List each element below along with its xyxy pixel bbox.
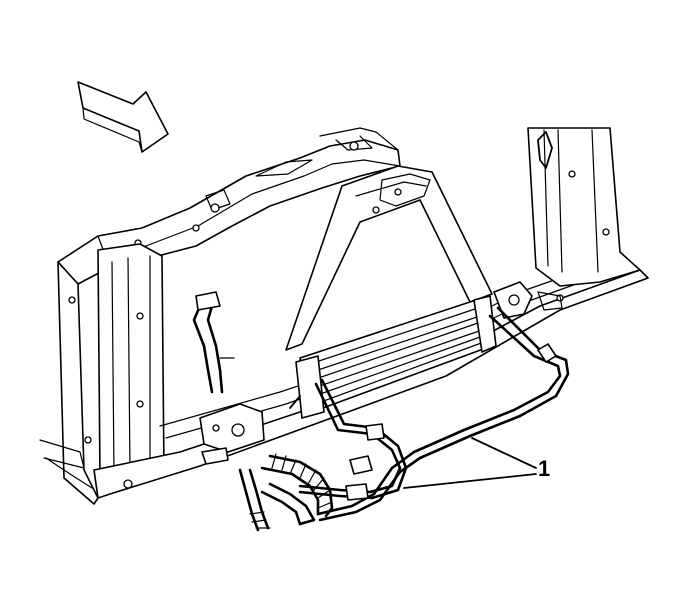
right-support-post — [527, 127, 641, 287]
upper-hose — [192, 291, 235, 394]
cooler-lines — [298, 306, 570, 522]
callout-leaders — [403, 437, 537, 489]
oil-cooler — [289, 295, 497, 419]
left-support-post — [39, 243, 165, 505]
corrugated-hoses — [238, 453, 334, 532]
direction-arrow-icon — [77, 81, 169, 153]
callout-number-1: 1 — [538, 456, 551, 481]
lower-fitting — [199, 403, 265, 465]
cooler-mount-right — [493, 281, 563, 319]
center-brace — [285, 165, 493, 351]
